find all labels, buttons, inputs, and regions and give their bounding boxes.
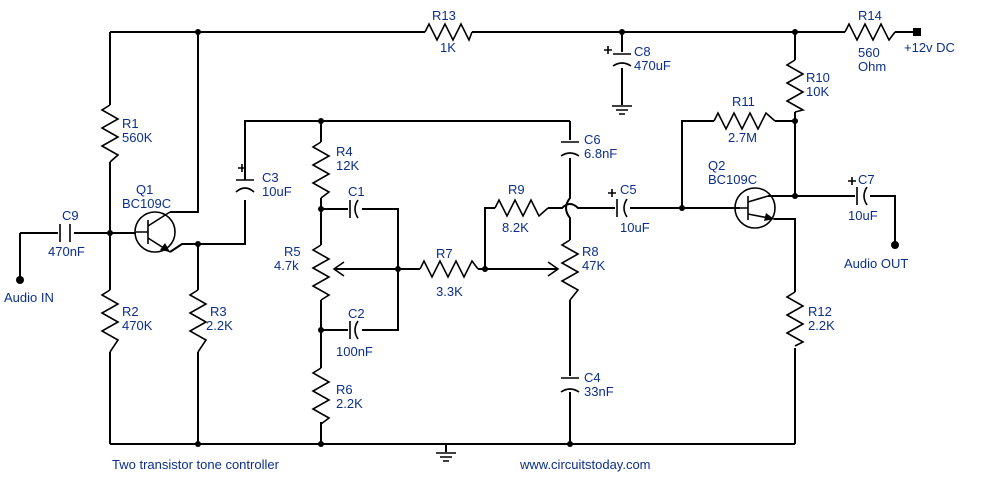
r6-name: R6 xyxy=(336,382,353,397)
c6-value: 6.8nF xyxy=(584,146,617,161)
r14-symbol xyxy=(844,22,896,42)
c6-symbol xyxy=(560,141,580,157)
wires xyxy=(19,31,915,452)
r10-name: R10 xyxy=(806,70,830,85)
c4-name: C4 xyxy=(584,370,601,385)
r13-symbol xyxy=(424,22,473,42)
r1-value: 560K xyxy=(122,130,153,145)
resistor-symbols xyxy=(100,22,896,425)
r8-wiper-arrow xyxy=(547,261,560,277)
r12-value: 2.2K xyxy=(808,318,835,333)
c2-symbol xyxy=(349,320,359,340)
r2-symbol xyxy=(100,289,120,353)
c4-symbol xyxy=(560,377,580,393)
junction-dots xyxy=(16,28,921,447)
r3-name: R3 xyxy=(210,304,227,319)
c7-name: C7 xyxy=(858,172,875,187)
c4-value: 33nF xyxy=(584,384,614,399)
audio-in-label: Audio IN xyxy=(4,290,54,305)
c9-name: C9 xyxy=(62,208,79,223)
r14-value: 560 xyxy=(858,45,880,60)
r3-symbol xyxy=(188,289,208,353)
q2-value: BC109C xyxy=(708,172,757,187)
audio-out-label: Audio OUT xyxy=(844,256,908,271)
r4-value: 12K xyxy=(336,158,359,173)
r1-symbol xyxy=(100,104,120,163)
r6-symbol xyxy=(311,367,331,425)
r3-value: 2.2K xyxy=(206,318,233,333)
r8-symbol xyxy=(560,239,580,301)
r7-name: R7 xyxy=(436,246,453,261)
r8-name: R8 xyxy=(582,244,599,259)
c6-name: C6 xyxy=(584,132,601,147)
r11-value: 2.7M xyxy=(728,130,757,145)
c9-symbol xyxy=(59,224,71,242)
q1-name: Q1 xyxy=(136,182,153,197)
c5-name: C5 xyxy=(620,182,637,197)
c3-symbol xyxy=(235,179,255,193)
r13-name: R13 xyxy=(432,8,456,23)
c7-value: 10uF xyxy=(848,208,878,223)
q2-transistor-symbol xyxy=(734,187,776,229)
r10-value: 10K xyxy=(806,84,829,99)
r7-value: 3.3K xyxy=(436,284,463,299)
q1-transistor-symbol xyxy=(134,211,176,253)
r5-wiper-arrow xyxy=(332,261,345,277)
r11-name: R11 xyxy=(732,94,755,109)
r5-name: R5 xyxy=(284,244,301,259)
r9-symbol xyxy=(494,198,549,218)
q1-value: BC109C xyxy=(122,196,171,211)
supply-label: +12v DC xyxy=(904,40,955,55)
ground-symbols xyxy=(436,105,632,462)
c8-value: 470uF xyxy=(634,58,671,73)
c9-value: 470nF xyxy=(48,244,85,259)
r4-name: R4 xyxy=(336,144,353,159)
r10-symbol xyxy=(785,59,806,113)
q2-name: Q2 xyxy=(708,158,725,173)
website-label: www.circuitstoday.com xyxy=(519,457,651,472)
r2-value: 470K xyxy=(122,318,153,333)
r9-value: 8.2K xyxy=(502,220,529,235)
r13-value: 1K xyxy=(440,40,456,55)
c5-symbol xyxy=(616,198,628,218)
potentiometer-wipers xyxy=(332,261,560,277)
r7-symbol xyxy=(419,259,479,279)
capacitor-symbols xyxy=(59,46,868,393)
c5-value: 10uF xyxy=(620,220,650,235)
c1-name: C1 xyxy=(348,184,365,199)
r8-value: 47K xyxy=(582,258,605,273)
r5-value: 4.7k xyxy=(274,258,299,273)
r12-symbol xyxy=(785,291,805,347)
r5-symbol xyxy=(311,244,331,301)
r14-unit: Ohm xyxy=(858,59,886,74)
c2-value: 100nF xyxy=(336,344,373,359)
r1-name: R1 xyxy=(122,116,139,131)
c2-name: C2 xyxy=(348,306,365,321)
c3-value: 10uF xyxy=(262,184,292,199)
c8-name: C8 xyxy=(634,44,651,59)
r4-symbol xyxy=(311,141,331,199)
r11-symbol xyxy=(713,111,776,131)
c1-symbol xyxy=(349,199,359,219)
r2-name: R2 xyxy=(122,304,139,319)
r14-name: R14 xyxy=(858,8,882,23)
c7-symbol xyxy=(856,186,868,206)
diagram-title: Two transistor tone controller xyxy=(112,457,280,472)
r12-name: R12 xyxy=(808,304,832,319)
c8-symbol xyxy=(612,53,632,67)
r6-value: 2.2K xyxy=(336,396,363,411)
c3-name: C3 xyxy=(262,170,279,185)
r9-name: R9 xyxy=(508,182,525,197)
component-labels: R13 1K R14 560 Ohm +12v DC R1 560K Q1 BC… xyxy=(4,8,955,472)
